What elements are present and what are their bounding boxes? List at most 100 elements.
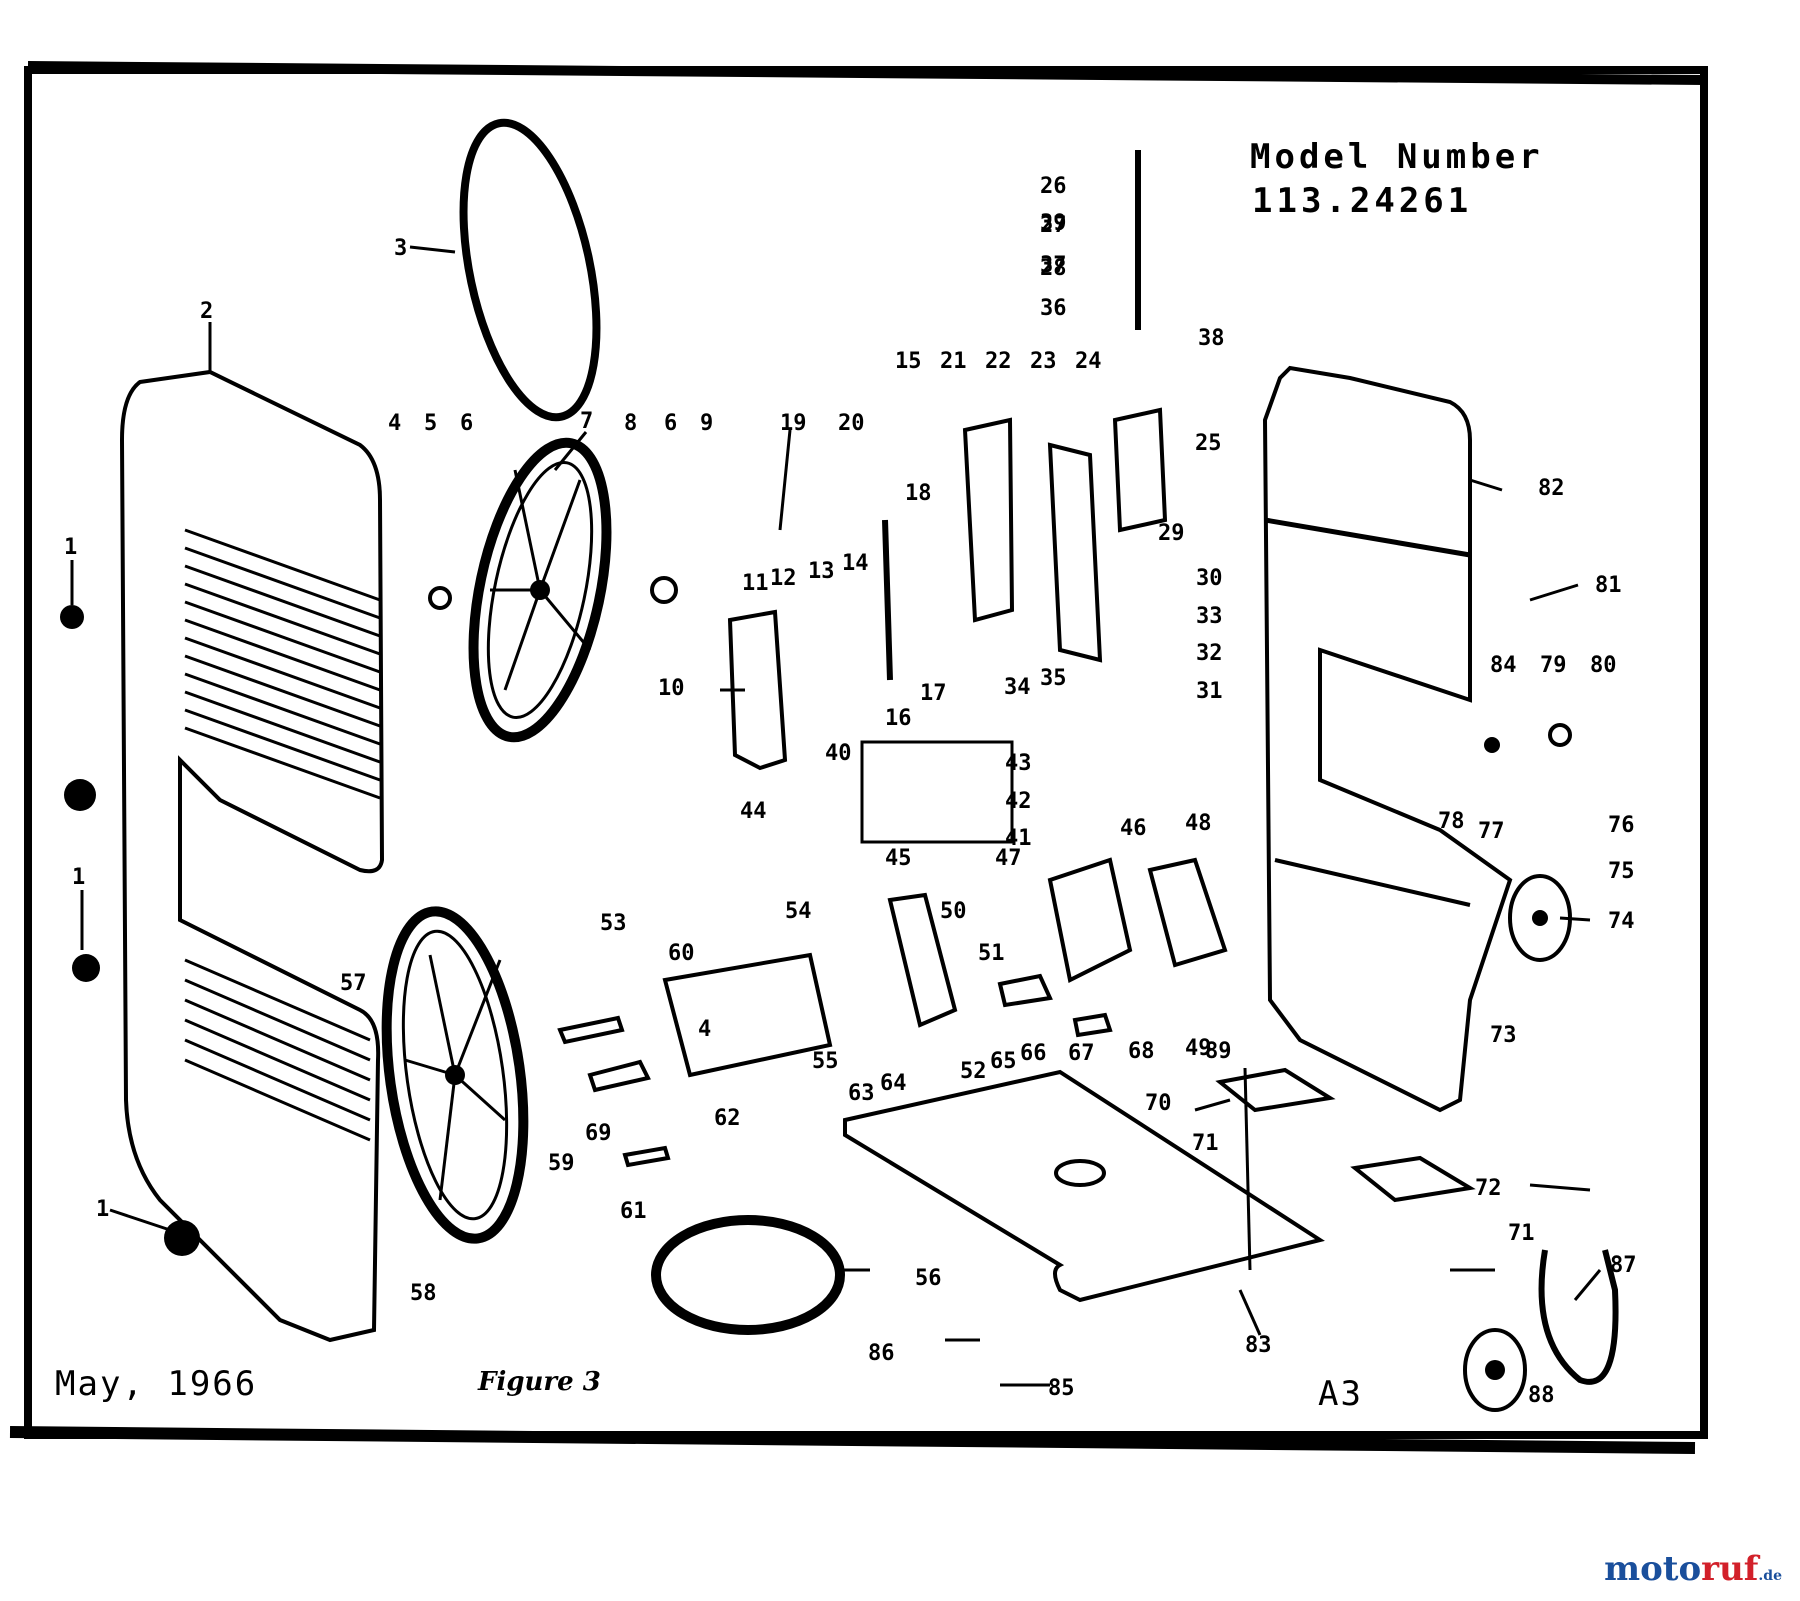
- svg-text:89: 89: [1205, 1039, 1232, 1064]
- trunnion-plate-lower: [1350, 1155, 1476, 1203]
- svg-text:30: 30: [1196, 566, 1223, 591]
- svg-text:83: 83: [1245, 1333, 1272, 1358]
- svg-text:11: 11: [742, 571, 769, 596]
- svg-text:64: 64: [880, 1071, 907, 1096]
- knob-bottom: [164, 1220, 200, 1256]
- svg-text:12: 12: [770, 566, 797, 591]
- watermark-part2: ruf: [1701, 1549, 1759, 1589]
- axle: [587, 1059, 651, 1093]
- svg-text:48: 48: [1185, 811, 1212, 836]
- svg-text:51: 51: [978, 941, 1005, 966]
- svg-text:31: 31: [1196, 679, 1223, 704]
- svg-text:37: 37: [1040, 253, 1067, 278]
- lower-wheel: [381, 906, 529, 1244]
- guide-rod: [882, 519, 893, 681]
- svg-text:53: 53: [600, 911, 627, 936]
- svg-text:63: 63: [848, 1081, 875, 1106]
- svg-text:86: 86: [868, 1341, 895, 1366]
- svg-text:84: 84: [1490, 653, 1517, 678]
- svg-text:68: 68: [1128, 1039, 1155, 1064]
- tilt-bracket: [1147, 857, 1228, 968]
- svg-text:6: 6: [460, 411, 473, 436]
- cover-vents: [184, 528, 381, 1142]
- table-trunnion: [1047, 857, 1133, 983]
- svg-text:18: 18: [905, 481, 932, 506]
- svg-text:75: 75: [1608, 859, 1635, 884]
- svg-text:85: 85: [1048, 1376, 1075, 1401]
- bearing: [650, 576, 678, 604]
- svg-text:1: 1: [72, 865, 85, 890]
- leader-lines: [70, 245, 1602, 1387]
- guide-knob: [1548, 723, 1572, 747]
- knob-lower: [72, 954, 100, 982]
- svg-text:5: 5: [424, 411, 437, 436]
- svg-text:77: 77: [1478, 819, 1505, 844]
- svg-text:28: 28: [1040, 256, 1067, 281]
- svg-text:23: 23: [1030, 349, 1057, 374]
- svg-text:52: 52: [960, 1059, 987, 1084]
- svg-text:59: 59: [548, 1151, 575, 1176]
- knob-top: [60, 605, 84, 629]
- svg-text:81: 81: [1595, 573, 1622, 598]
- model-number-value: 113.24261: [1252, 181, 1472, 221]
- svg-text:25: 25: [1195, 431, 1222, 456]
- svg-text:88: 88: [1528, 1383, 1555, 1408]
- main-frame: [1262, 365, 1513, 1113]
- svg-text:16: 16: [885, 706, 912, 731]
- svg-text:44: 44: [740, 799, 767, 824]
- svg-text:73: 73: [1490, 1023, 1517, 1048]
- svg-text:55: 55: [812, 1049, 839, 1074]
- svg-text:56: 56: [915, 1266, 942, 1291]
- svg-text:80: 80: [1590, 653, 1617, 678]
- watermark-part1: moto: [1604, 1549, 1702, 1589]
- svg-text:71: 71: [1508, 1221, 1535, 1246]
- svg-text:71: 71: [1192, 1131, 1219, 1156]
- svg-text:7: 7: [580, 409, 593, 434]
- svg-text:13: 13: [808, 559, 835, 584]
- svg-text:79: 79: [1540, 653, 1567, 678]
- svg-text:47: 47: [995, 846, 1022, 871]
- svg-text:17: 17: [920, 681, 947, 706]
- svg-text:27: 27: [1040, 213, 1067, 238]
- svg-text:39: 39: [1040, 211, 1067, 236]
- svg-text:49: 49: [1185, 1036, 1212, 1061]
- blade-guide-block: [1112, 407, 1168, 533]
- washer: [1072, 1012, 1113, 1038]
- svg-text:34: 34: [1004, 675, 1031, 700]
- svg-text:10: 10: [658, 676, 685, 701]
- svg-text:22: 22: [985, 349, 1012, 374]
- svg-text:26: 26: [1040, 174, 1067, 199]
- svg-text:78: 78: [1438, 809, 1465, 834]
- svg-text:21: 21: [940, 349, 967, 374]
- svg-text:24: 24: [1075, 349, 1102, 374]
- svg-text:54: 54: [785, 899, 812, 924]
- set-screw: [1484, 737, 1500, 753]
- guard-plate-23: [1047, 442, 1103, 663]
- svg-text:61: 61: [620, 1199, 647, 1224]
- svg-text:9: 9: [700, 411, 713, 436]
- svg-text:60: 60: [668, 941, 695, 966]
- svg-text:65: 65: [990, 1049, 1017, 1074]
- svg-text:74: 74: [1608, 909, 1635, 934]
- svg-text:58: 58: [410, 1281, 437, 1306]
- frame-shadow-bottom: [9, 1426, 1696, 1454]
- watermark-logo: motoruf.de: [1604, 1549, 1782, 1589]
- svg-text:87: 87: [1610, 1253, 1637, 1278]
- blade-guide-bracket: [727, 609, 788, 771]
- svg-text:76: 76: [1608, 813, 1635, 838]
- knob-middle: [64, 779, 96, 811]
- svg-text:35: 35: [1040, 666, 1067, 691]
- svg-text:45: 45: [885, 846, 912, 871]
- table-bracket: [997, 973, 1053, 1008]
- svg-text:8: 8: [624, 411, 637, 436]
- key: [622, 1145, 671, 1168]
- svg-text:43: 43: [1005, 751, 1032, 776]
- svg-text:32: 32: [1196, 641, 1223, 666]
- svg-text:4: 4: [388, 411, 401, 436]
- frame-shadow-top: [27, 61, 1705, 85]
- lower-guide-plate: [662, 952, 833, 1078]
- svg-text:38: 38: [1198, 326, 1225, 351]
- upper-wheel-cover: [119, 369, 385, 1343]
- svg-text:70: 70: [1145, 1091, 1172, 1116]
